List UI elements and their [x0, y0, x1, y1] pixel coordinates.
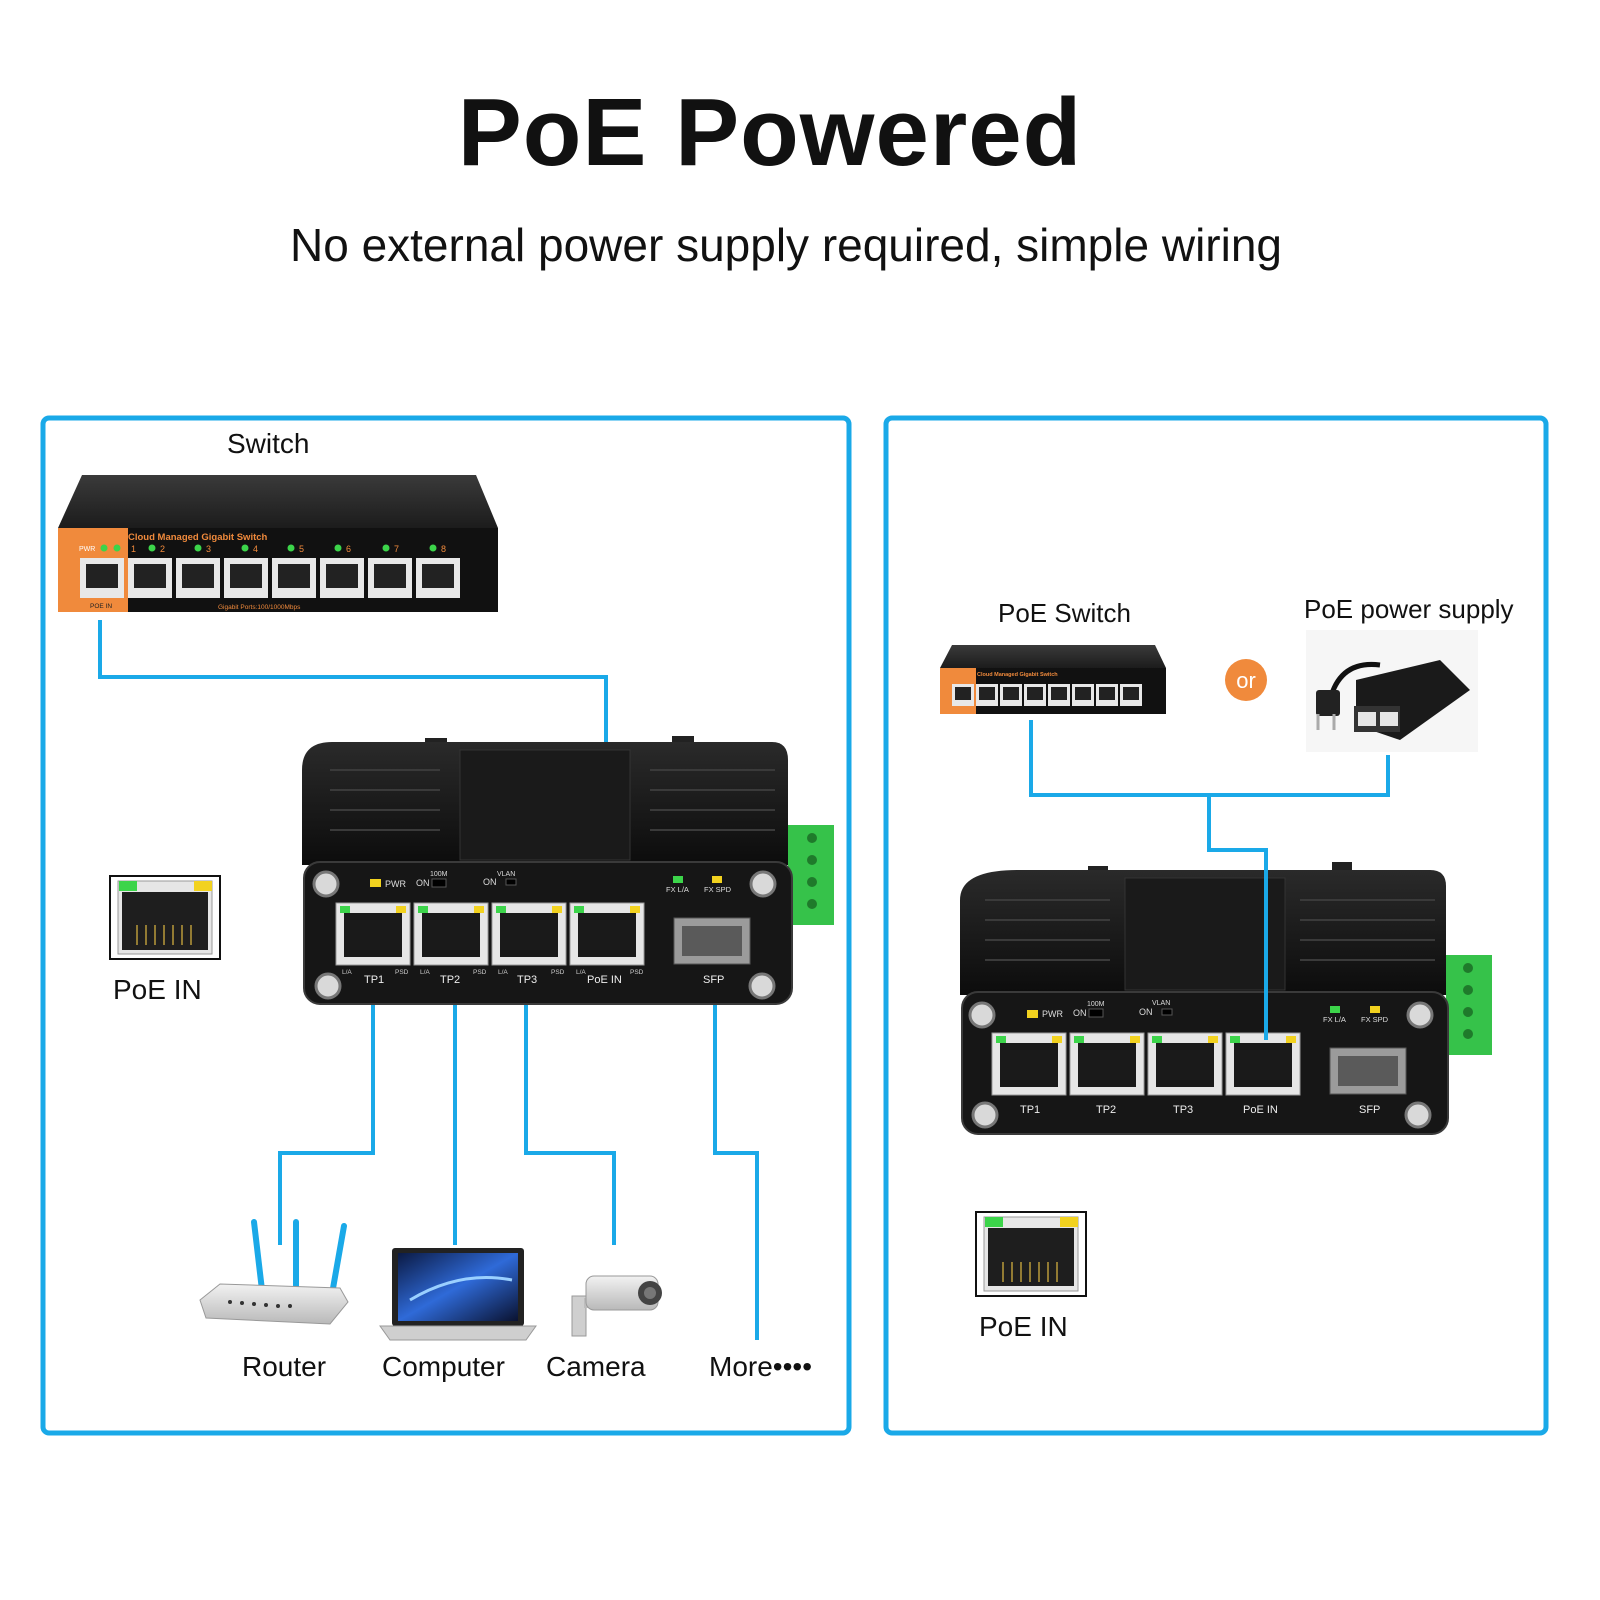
- endpoint-camera-label: Camera: [546, 1351, 646, 1382]
- svg-text:6: 6: [346, 544, 351, 554]
- right-panel-border: [883, 415, 1549, 1436]
- port-label-sfp: SFP: [703, 974, 724, 986]
- svg-text:L/A: L/A: [498, 969, 508, 976]
- svg-text:ON: ON: [483, 877, 497, 887]
- svg-text:8: 8: [441, 544, 446, 554]
- poe-in-port-right-icon: [975, 1211, 1087, 1297]
- svg-text:100M: 100M: [430, 871, 448, 878]
- switch-device-icon: Cloud Managed Gigabit Switch PWR 1 2 3 4…: [58, 475, 498, 612]
- endpoint-router-label: Router: [242, 1351, 327, 1382]
- port-label-tp3: TP3: [517, 974, 537, 986]
- page-subtitle: No external power supply required, simpl…: [289, 219, 1282, 271]
- svg-text:2: 2: [160, 544, 165, 554]
- svg-text:ON: ON: [1139, 1007, 1153, 1017]
- router-icon: [199, 1219, 349, 1325]
- poe-in-label-right: PoE IN: [979, 1311, 1068, 1342]
- poe-switch-icon: Cloud Managed Gigabit Switch: [940, 645, 1166, 714]
- svg-text:POE IN: POE IN: [90, 603, 112, 610]
- endpoint-computer-label: Computer: [382, 1351, 505, 1382]
- industrial-switch-right-icon: PWR 100M ON VLAN ON FX L/A FX SPD TP1 TP…: [960, 862, 1492, 1135]
- svg-text:PSD: PSD: [473, 969, 487, 976]
- svg-text:PSD: PSD: [551, 969, 565, 976]
- svg-text:PWR: PWR: [385, 879, 406, 889]
- device-rj45-ports: [335, 902, 645, 966]
- svg-text:FX SPD: FX SPD: [704, 885, 732, 894]
- svg-text:4: 4: [253, 544, 258, 554]
- left-panel-border: [40, 415, 852, 1436]
- laptop-icon: [379, 1248, 537, 1341]
- svg-text:PWR: PWR: [79, 546, 95, 553]
- svg-text:3: 3: [206, 544, 211, 554]
- svg-text:PSD: PSD: [630, 969, 644, 976]
- svg-text:FX SPD: FX SPD: [1361, 1015, 1389, 1024]
- svg-text:PSD: PSD: [395, 969, 409, 976]
- svg-text:1: 1: [131, 544, 136, 554]
- svg-text:TP2: TP2: [1096, 1104, 1116, 1116]
- svg-text:FX L/A: FX L/A: [666, 885, 689, 894]
- endpoint-more-label: More••••: [709, 1351, 813, 1382]
- svg-text:VLAN: VLAN: [497, 871, 515, 878]
- svg-text:TP3: TP3: [1173, 1104, 1193, 1116]
- poe-in-label-left: PoE IN: [113, 974, 202, 1005]
- svg-text:PWR: PWR: [1042, 1009, 1063, 1019]
- svg-text:L/A: L/A: [576, 969, 586, 976]
- svg-text:Gigabit Ports:100/1000Mbps: Gigabit Ports:100/1000Mbps: [218, 604, 301, 611]
- svg-text:100M: 100M: [1087, 1001, 1105, 1008]
- page-title: PoE Powered: [457, 79, 1083, 186]
- svg-text:VLAN: VLAN: [1152, 1000, 1170, 1007]
- industrial-switch-icon: PWR 100M ON VLAN ON FX L/A FX SPD L/A: [302, 736, 834, 1005]
- poe-in-port-icon: [109, 875, 221, 960]
- svg-text:TP1: TP1: [1020, 1104, 1040, 1116]
- poe-switch-label: PoE Switch: [998, 598, 1131, 628]
- svg-text:PoE IN: PoE IN: [1243, 1104, 1278, 1116]
- port-label-tp1: TP1: [364, 974, 384, 986]
- switch-panel-text: Cloud Managed Gigabit Switch: [128, 532, 268, 543]
- switch-port-row: [80, 558, 460, 598]
- svg-text:ON: ON: [1073, 1008, 1087, 1018]
- svg-text:SFP: SFP: [1359, 1104, 1380, 1116]
- port-label-tp2: TP2: [440, 974, 460, 986]
- or-badge-text: or: [1236, 668, 1256, 693]
- poe-power-supply-icon: [1306, 630, 1478, 752]
- or-badge: [1225, 659, 1267, 701]
- svg-text:L/A: L/A: [342, 969, 352, 976]
- poe-power-supply-label: PoE power supply: [1304, 594, 1514, 624]
- svg-text:L/A: L/A: [420, 969, 430, 976]
- svg-text:ON: ON: [416, 878, 430, 888]
- svg-text:5: 5: [299, 544, 304, 554]
- port-label-poe-in: PoE IN: [587, 974, 622, 986]
- switch-label: Switch: [227, 428, 310, 459]
- svg-text:Cloud Managed Gigabit Switch: Cloud Managed Gigabit Switch: [977, 672, 1058, 678]
- svg-text:7: 7: [394, 544, 399, 554]
- camera-icon: [571, 1275, 662, 1337]
- svg-text:FX L/A: FX L/A: [1323, 1015, 1346, 1024]
